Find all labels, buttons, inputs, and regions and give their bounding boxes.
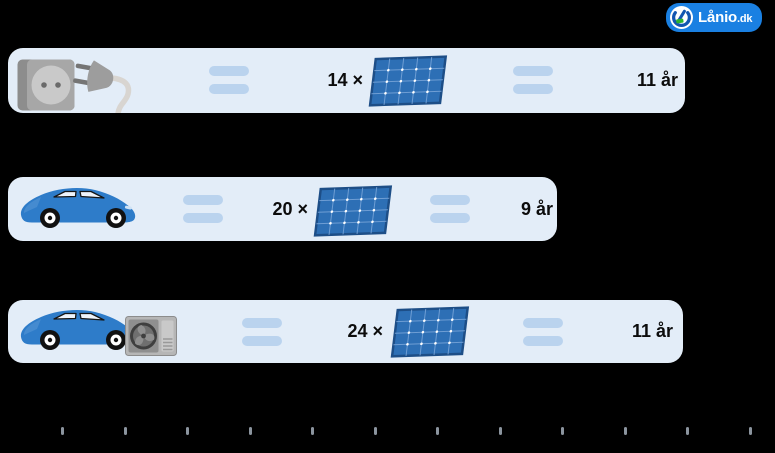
axis-tick bbox=[248, 427, 252, 435]
axis-tick bbox=[498, 427, 502, 435]
solar-panel-icon bbox=[385, 306, 473, 358]
panel-count-label: 14 × bbox=[327, 70, 363, 90]
axis-tick bbox=[186, 427, 189, 435]
payback-label: 11 år bbox=[636, 70, 678, 90]
power-socket-icon bbox=[17, 59, 75, 111]
axis-tick bbox=[561, 427, 564, 435]
electric-car-icon bbox=[17, 183, 138, 228]
axis-tick bbox=[61, 427, 64, 435]
equals-icon bbox=[209, 66, 249, 94]
brand-tld: .dk bbox=[737, 13, 753, 25]
solar-panel-icon bbox=[363, 55, 451, 107]
scenario-row-electric-car: 20 × 9 år bbox=[8, 177, 557, 241]
equals-icon bbox=[523, 318, 563, 346]
equals-icon bbox=[513, 66, 553, 94]
heat-pump-icon bbox=[125, 316, 177, 356]
equals-icon bbox=[242, 318, 282, 346]
equals-icon bbox=[430, 195, 470, 223]
axis-tick bbox=[436, 427, 439, 435]
axis-tick bbox=[311, 427, 314, 435]
payback-label: 11 år bbox=[631, 321, 673, 341]
lanio-logo-icon bbox=[670, 6, 693, 29]
axis-tick bbox=[123, 427, 127, 435]
electric-car-icon bbox=[17, 305, 138, 350]
payback-label: 9 år bbox=[520, 198, 553, 219]
panel-count-label: 20 × bbox=[272, 198, 308, 219]
equals-icon bbox=[183, 195, 223, 223]
scenario-row-car-heatpump: 24 × 11 år bbox=[8, 300, 683, 363]
panel-count-label: 24 × bbox=[347, 321, 383, 341]
axis-tick bbox=[373, 427, 377, 435]
power-plug-icon bbox=[72, 58, 152, 113]
scenario-row-electricity: 14 × 11 år bbox=[8, 48, 685, 113]
axis-tick bbox=[748, 427, 752, 435]
lanio-logo[interactable]: Lånio.dk bbox=[666, 3, 763, 32]
solar-panel-icon bbox=[308, 185, 396, 237]
brand-name: Lånio.dk bbox=[698, 9, 753, 26]
brand-name-text: Lånio bbox=[698, 9, 737, 26]
axis-tick bbox=[623, 427, 627, 435]
axis-tick bbox=[686, 427, 689, 435]
